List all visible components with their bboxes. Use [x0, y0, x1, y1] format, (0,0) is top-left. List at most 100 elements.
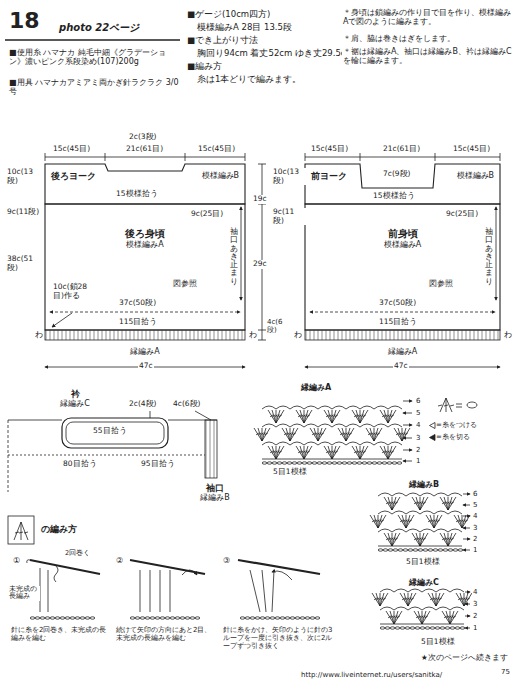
dimension-label: 10c(13段)	[6, 168, 44, 185]
dimension-label: 15c(45目)	[52, 145, 91, 154]
dimension-label: 未完成の長編み	[8, 586, 40, 601]
dimension-label: 15c(45目)	[310, 145, 349, 154]
stitch-pattern-name: 模様編みB	[202, 171, 240, 181]
legend-text: =糸を切る	[436, 433, 470, 441]
piece-name: 縁編みA	[388, 347, 417, 357]
dimension-label: 9c(25目)	[190, 210, 224, 219]
dimension-label: 15模様拾う	[372, 192, 416, 201]
stitch-charts	[30, 401, 472, 629]
pattern-note: ■でき上がり寸法	[186, 36, 259, 46]
dimension-label: 1	[472, 546, 478, 554]
piece-name: 前身頃	[388, 228, 418, 240]
dimension-label: 10c(鎖28目)作る	[52, 283, 94, 300]
cuff-edging: 袖口縁編みB	[185, 480, 245, 506]
dimension-label: 21c(61目)	[125, 145, 164, 154]
dimension-label: 針に糸をかけ、矢印のように針の3ループを一度に引き抜き、次に2ループずつ引き抜く	[222, 626, 334, 650]
stitch-pattern-name: 縁編みB	[200, 493, 230, 503]
dimension-label: 2回巻く	[64, 550, 91, 557]
stitch-pattern-name: 縁編みC	[60, 399, 90, 409]
dimension-label: 続けて矢印の方向にあと2目、未完成の長編みを編む	[115, 626, 217, 642]
dimension-label: 47c	[138, 362, 154, 371]
pattern-note: ＊身頃は鎖編みの作り目で目を作り、模様編みAで図のように編みます。	[342, 8, 514, 26]
dimension-label: 5	[472, 501, 478, 509]
dimension-label: 37c(50段)	[118, 299, 157, 308]
dimension-label: 5目1模様	[405, 558, 441, 567]
pattern-note: ＊裾は縁編みA、袖口は縁編みB、衿は縁編みCを輪に編みます。	[342, 47, 514, 65]
dimension-label: 21c(61目)	[382, 145, 421, 154]
dimension-label: 3	[415, 434, 421, 442]
dimension-label: 15模様拾う	[115, 190, 159, 199]
dimension-label: ②	[115, 556, 124, 565]
dimension-label: 縁編みA	[300, 383, 332, 392]
body-piece: 前身頃模様編みA	[305, 204, 500, 330]
dimension-label: 4	[415, 421, 421, 429]
pattern-note: ■編み方	[186, 62, 223, 72]
dimension-label: 7c(9段)	[382, 170, 412, 179]
yarn-symbol	[429, 422, 436, 429]
dimension-label: 4c(6段)	[266, 318, 292, 334]
dimension-label: 3	[472, 600, 478, 608]
dimension-label: 15c(45目)	[197, 145, 236, 154]
dimension-label: 9c(11段)	[6, 208, 44, 217]
dimension-label: ③	[222, 556, 231, 565]
collar-edging: 衿縁編みC	[35, 384, 115, 414]
edging-band: 縁編みA	[305, 330, 500, 357]
pattern-note: 胸回り94cm 着丈52cm ゆき丈29.5cm	[196, 49, 355, 59]
dimension-label: 4c(6段)	[172, 400, 202, 409]
dimension-label: 38c(51段)	[6, 255, 44, 272]
pattern-note: ■ゲージ(10cm四方)	[186, 10, 271, 20]
dimension-label: 袖口あき止まり	[229, 228, 239, 286]
dimension-label: わ	[248, 331, 258, 340]
dimension-label: 55目拾う	[92, 427, 128, 436]
pattern-note: 糸は1本どりで編みます。	[196, 75, 302, 85]
dimension-label: 80目拾う	[62, 460, 98, 469]
body-piece: 後ろ身頃模様編みA	[45, 204, 245, 330]
legend-item: =糸を切る	[428, 433, 471, 441]
dimension-label: 5目1模様	[420, 638, 456, 647]
edging-band: 縁編みA	[45, 330, 245, 357]
dimension-label: わ	[293, 331, 303, 340]
dimension-label: 針に糸を2回巻き、未完成の長編みを編む	[10, 626, 112, 642]
dimension-label: 図参照	[172, 280, 198, 289]
piece-name: 後ろ身頃	[125, 228, 165, 240]
pattern-note: ■用具 ハマナカアミアミ両かぎ針ラクラク 3/0号	[8, 78, 182, 96]
dimension-label: 115目拾う	[378, 318, 418, 327]
legend-text: =糸をつける	[436, 421, 477, 429]
dimension-label: 縁編みB	[408, 480, 440, 489]
dimension-label: 5目1模様	[272, 468, 308, 477]
dimension-label: 115目拾う	[118, 318, 158, 327]
dimension-label: 47c	[393, 362, 409, 371]
dimension-label: 4	[472, 512, 478, 520]
dimension-label: 1	[415, 457, 421, 465]
dimension-label: 6	[472, 490, 478, 498]
dimension-label: 95目拾う	[140, 460, 176, 469]
piece-name: 後ろヨーク	[51, 171, 96, 181]
yarn-symbol	[429, 434, 436, 441]
dimension-label: 図参照	[428, 280, 454, 289]
pattern-number: 18	[8, 8, 41, 33]
dimension-label: ★次のページへ続きます	[420, 654, 509, 663]
piece-name: 縁編みA	[130, 347, 159, 357]
dimension-label: 9c(25目)	[445, 210, 479, 219]
dimension-label: http://www.liveinternet.ru/users/sanitka…	[300, 671, 443, 679]
pattern-note: photo 22ページ	[58, 22, 140, 34]
dimension-label: 2	[472, 535, 478, 543]
pattern-note: ＊肩、脇は巻きはぎをします。	[342, 34, 514, 43]
dimension-label: 19c	[252, 195, 268, 204]
dimension-label: わ	[503, 331, 513, 340]
piece-name: 前ヨーク	[311, 171, 347, 181]
dimension-label: わ	[34, 331, 44, 340]
dimension-label: 10c(13段)	[272, 168, 306, 185]
pattern-note: 模様編みA 28目 13.5段	[196, 23, 293, 33]
dimension-label: 3	[472, 524, 478, 532]
stitch-pattern-name: 模様編みA	[384, 240, 421, 250]
stitch-pattern-name: 模様編みA	[126, 240, 163, 250]
dimension-label: 29c	[252, 260, 268, 269]
dimension-label: 1	[472, 624, 478, 632]
pattern-note: ■使用糸 ハマナカ 純毛中細《グラデーション》濃いピンク系段染め(107)200…	[8, 48, 182, 66]
dimension-label: 9c(11段)	[272, 208, 306, 225]
dimension-label: 75	[500, 668, 511, 676]
dimension-label: 15c(45目)	[452, 145, 491, 154]
